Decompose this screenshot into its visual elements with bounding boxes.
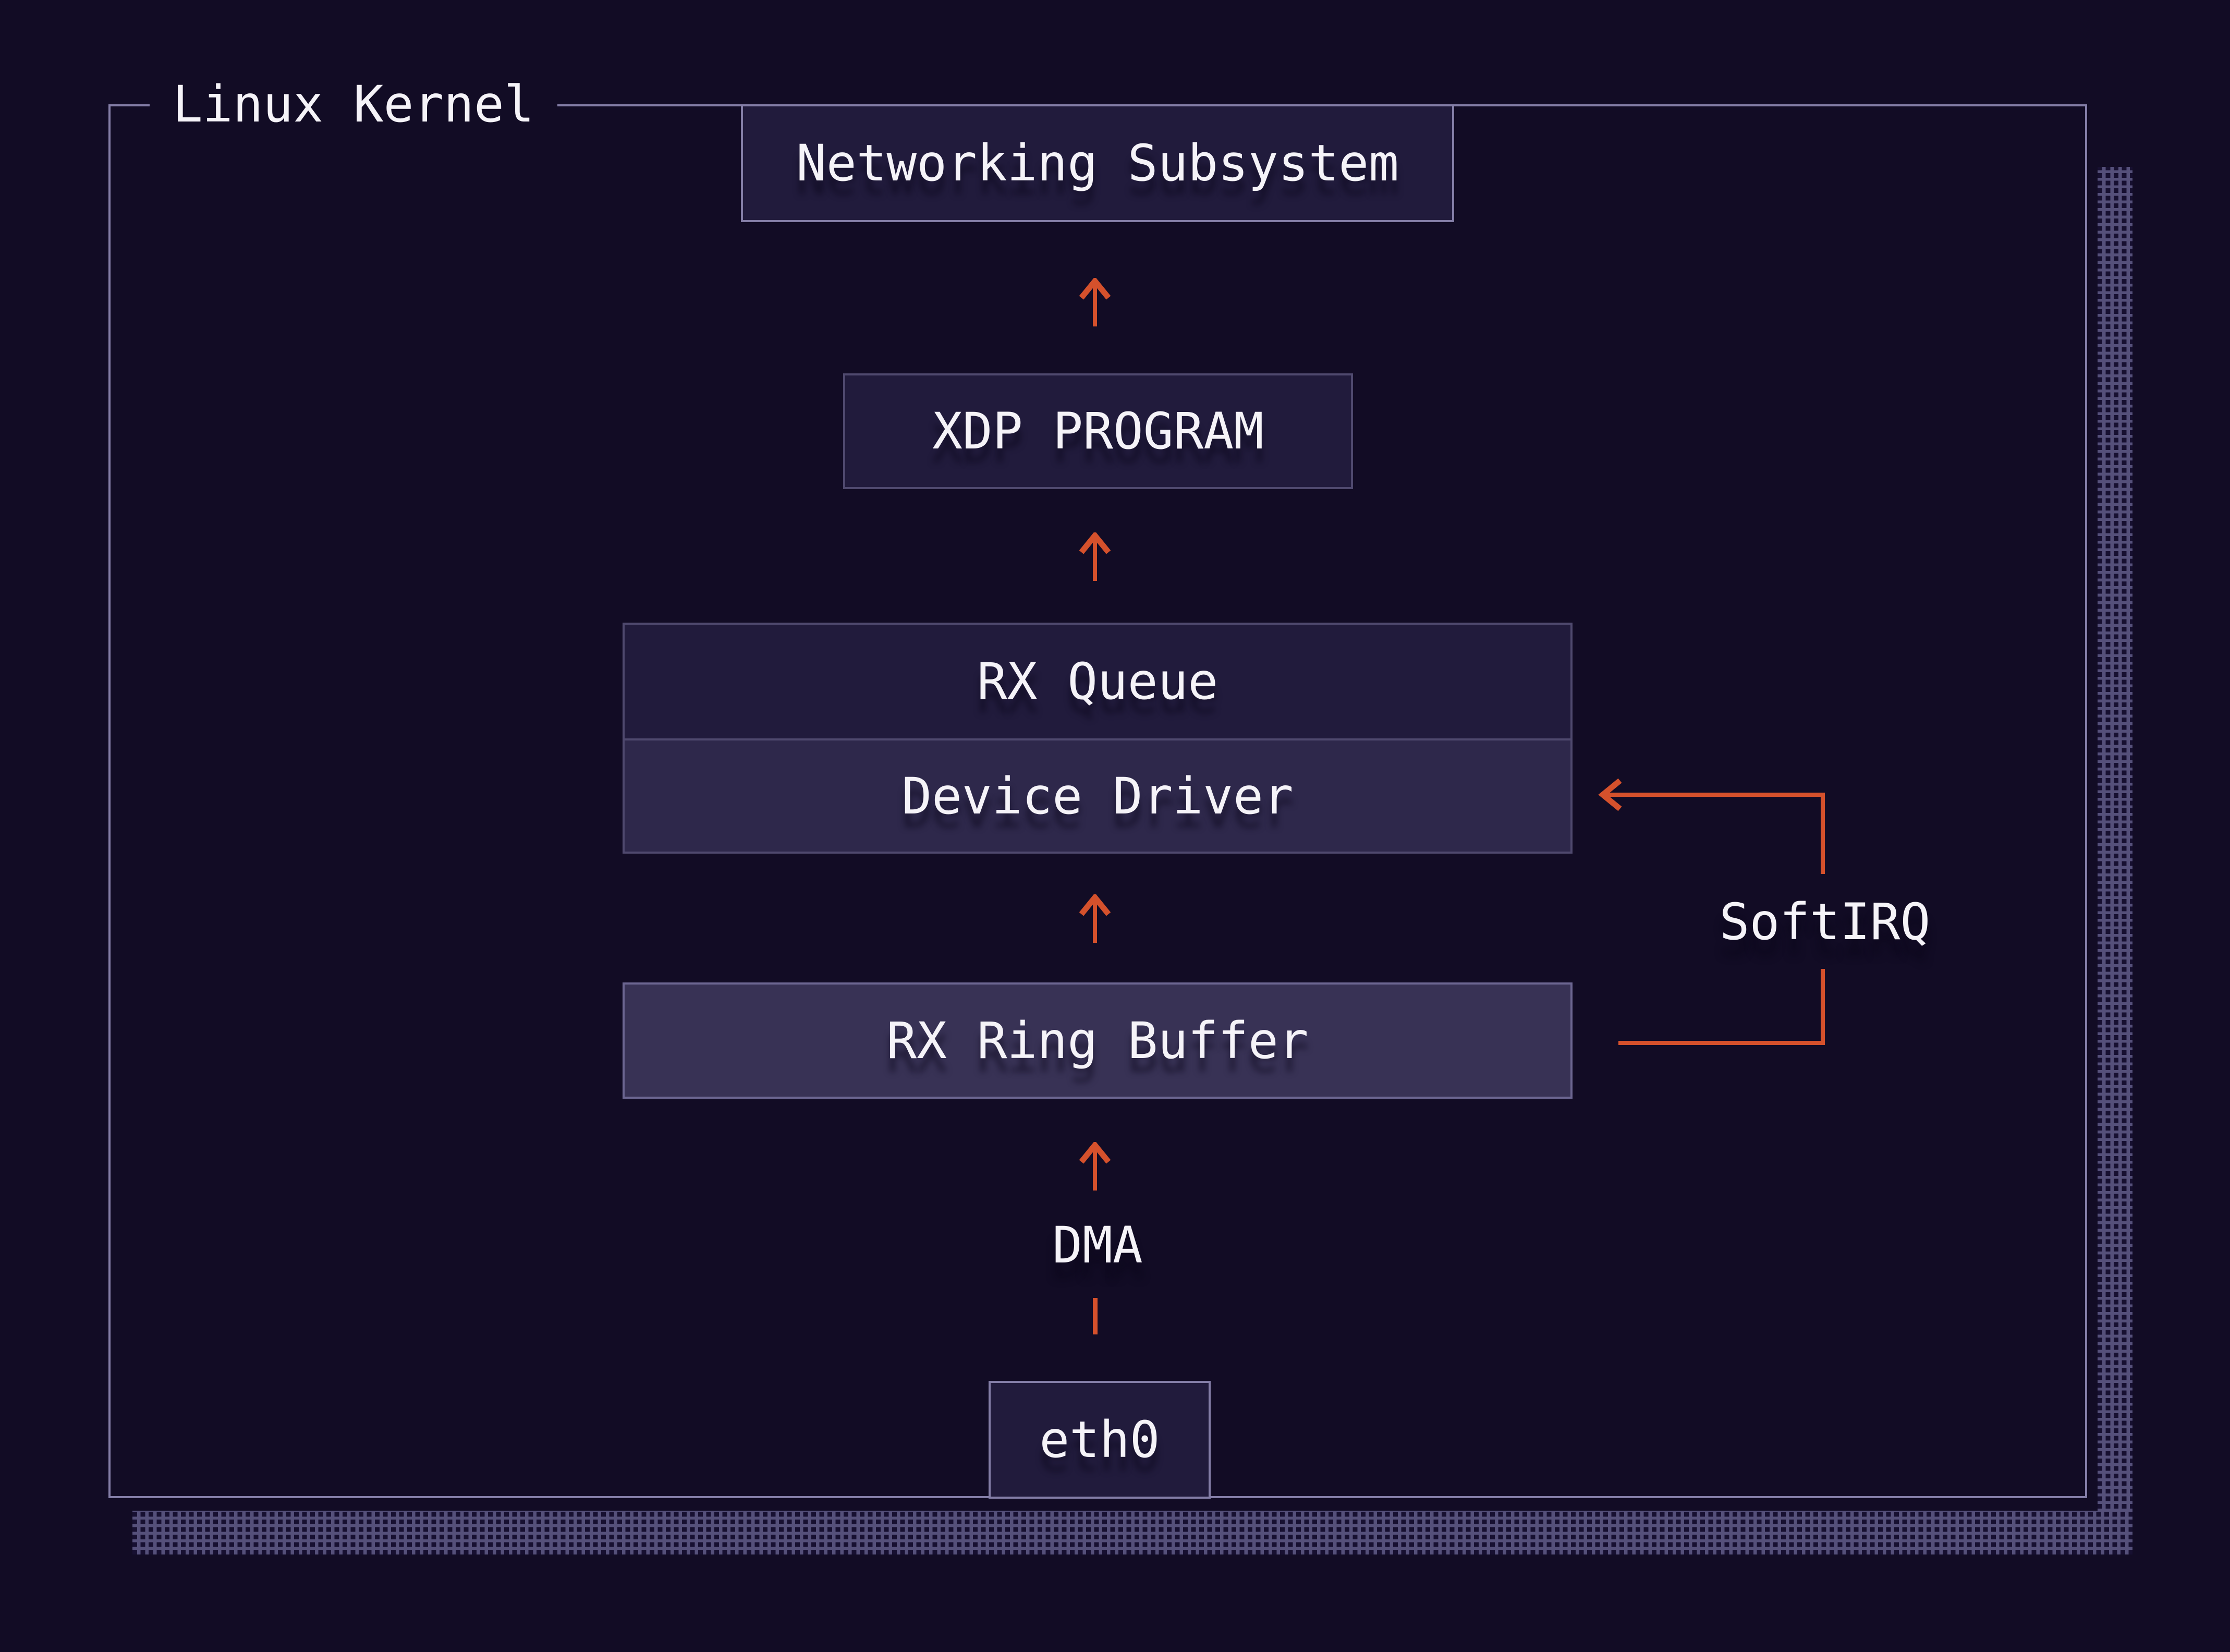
up-arrow-icon (1079, 1142, 1111, 1191)
halftone-shadow-right (2098, 167, 2132, 1554)
halftone-shadow-bottom (132, 1511, 2132, 1554)
rx-ring-buffer-label: RX Ring Buffer (886, 1011, 1309, 1070)
networking-subsystem-box: Networking Subsystem (741, 104, 1454, 222)
xdp-program-label: XDP PROGRAM (932, 402, 1264, 460)
dma-tail-line (1093, 1298, 1098, 1334)
xdp-program-box: XDP PROGRAM (843, 373, 1353, 489)
eth0-label: eth0 (1039, 1411, 1160, 1469)
up-arrow-icon (1079, 278, 1111, 326)
rx-queue-box: RX Queue (623, 623, 1573, 740)
device-driver-box: Device Driver (623, 738, 1573, 854)
softirq-connector-arrow (1598, 778, 1825, 1045)
device-driver-label: Device Driver (901, 767, 1294, 825)
networking-subsystem-label: Networking Subsystem (796, 134, 1399, 192)
up-arrow-icon (1079, 532, 1111, 581)
up-arrow-icon (1079, 894, 1111, 943)
eth0-box: eth0 (989, 1381, 1211, 1499)
rx-queue-label: RX Queue (977, 652, 1218, 711)
linux-kernel-label: Linux Kernel (150, 73, 557, 136)
softirq-label: SoftIRQ (1719, 893, 1931, 951)
rx-ring-buffer-box: RX Ring Buffer (623, 982, 1573, 1099)
dma-label: DMA (1052, 1216, 1143, 1274)
